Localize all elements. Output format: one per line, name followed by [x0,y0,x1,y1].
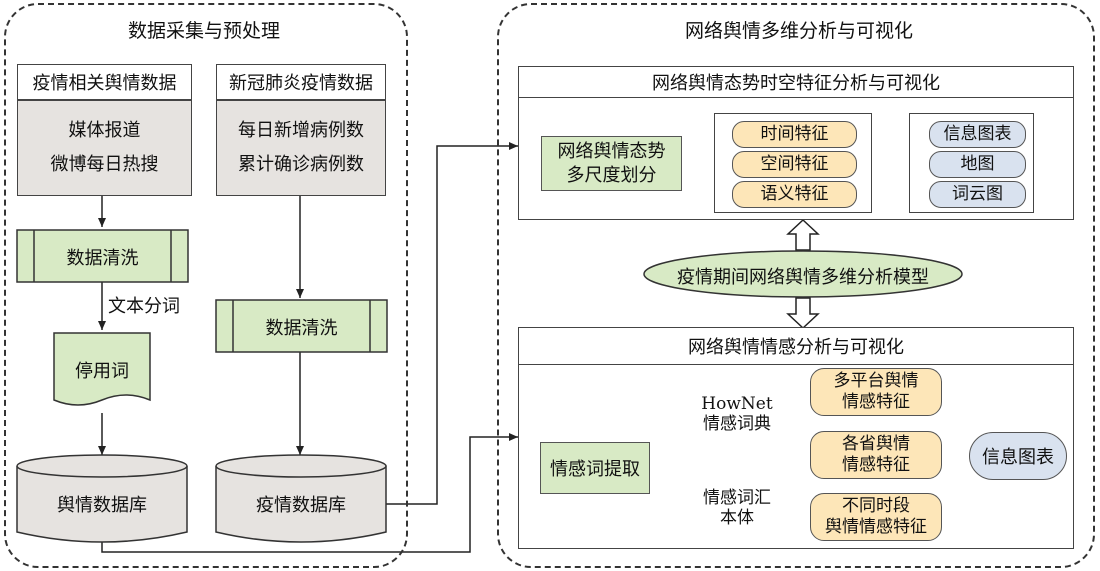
division-line: 网络舆情态势 [557,140,666,162]
right-panel [497,3,1095,568]
arrow-epidemic-db-to-top [386,142,518,505]
left-panel-title: 数据采集与预处理 [128,20,281,42]
hollow-arrow-top [786,218,820,251]
opinion-db-label: 舆情数据库 [57,495,147,516]
col1-clean-label: 数据清洗 [66,248,139,269]
feature-pill: 时间特征 [732,121,857,148]
ontology-label: 情感词汇 本体 [686,487,788,529]
col2-header: 新冠肺炎疫情数据 [216,64,386,100]
output-pill: 词云图 [929,181,1026,208]
extract-label: 情感词提取 [550,459,640,480]
feature-pill: 空间特征 [732,151,857,178]
hownet-label: HowNet 情感词典 [686,393,788,435]
top-section-title: 网络舆情态势时空特征分析与可视化 [652,73,940,94]
result-period: 不同时段 舆情情感特征 [810,493,942,541]
source-item: 微博每日热搜 [50,154,159,175]
model-ellipse [643,250,963,298]
bottom-output: 信息图表 [969,432,1067,480]
left-panel [4,3,408,568]
top-section-header: 网络舆情态势时空特征分析与可视化 [518,66,1074,98]
hownet-line: HowNet [701,394,773,414]
result-line: 不同时段 [842,496,910,516]
division-line: 多尺度划分 [566,164,657,186]
col1-header-label: 疫情相关舆情数据 [32,73,177,94]
segment-label: 文本分词 [108,296,180,317]
col2-sources: 每日新增病例数 累计确诊病例数 [216,100,386,196]
model-label: 疫情期间网络舆情多维分析模型 [677,267,929,288]
ontology-line: 情感词汇 [703,488,771,508]
right-panel-title: 网络舆情多维分析与可视化 [685,20,914,42]
epidemic-db-label: 疫情数据库 [256,495,346,516]
result-line: 舆情情感特征 [825,517,927,537]
result-province: 各省舆情 情感特征 [810,431,942,479]
stopwords-label: 停用词 [75,361,129,382]
bottom-section-header: 网络舆情情感分析与可视化 [518,327,1074,365]
epidemic-db-shape [215,466,387,543]
feature-pill: 语义特征 [732,181,857,208]
division-box: 网络舆情态势 多尺度划分 [541,136,682,191]
output-pill: 信息图表 [929,121,1026,148]
source-item: 媒体报道 [68,120,141,141]
arrow-opinion-db-to-bottom [101,433,518,553]
col2-header-label: 新冠肺炎疫情数据 [229,73,373,94]
hownet-line: 情感词典 [703,414,771,434]
bottom-section-title: 网络舆情情感分析与可视化 [688,337,904,358]
source-item: 每日新增病例数 [238,120,364,141]
result-line: 各省舆情 [842,434,910,454]
stopwords-doc-shape [53,332,151,406]
result-line: 多平台舆情 [833,371,919,391]
ontology-line: 本体 [720,508,754,528]
col1-sources: 媒体报道 微博每日热搜 [17,100,192,196]
extract-box: 情感词提取 [540,442,650,494]
result-line: 情感特征 [842,455,910,475]
result-platform: 多平台舆情 情感特征 [810,368,942,416]
hollow-arrow-bottom [786,297,820,330]
bottom-output-label: 信息图表 [982,447,1054,468]
output-pill: 地图 [929,151,1026,178]
source-item: 累计确诊病例数 [238,154,364,175]
result-line: 情感特征 [842,392,910,412]
col2-clean-label: 数据清洗 [265,318,338,339]
col1-header: 疫情相关舆情数据 [17,64,192,100]
